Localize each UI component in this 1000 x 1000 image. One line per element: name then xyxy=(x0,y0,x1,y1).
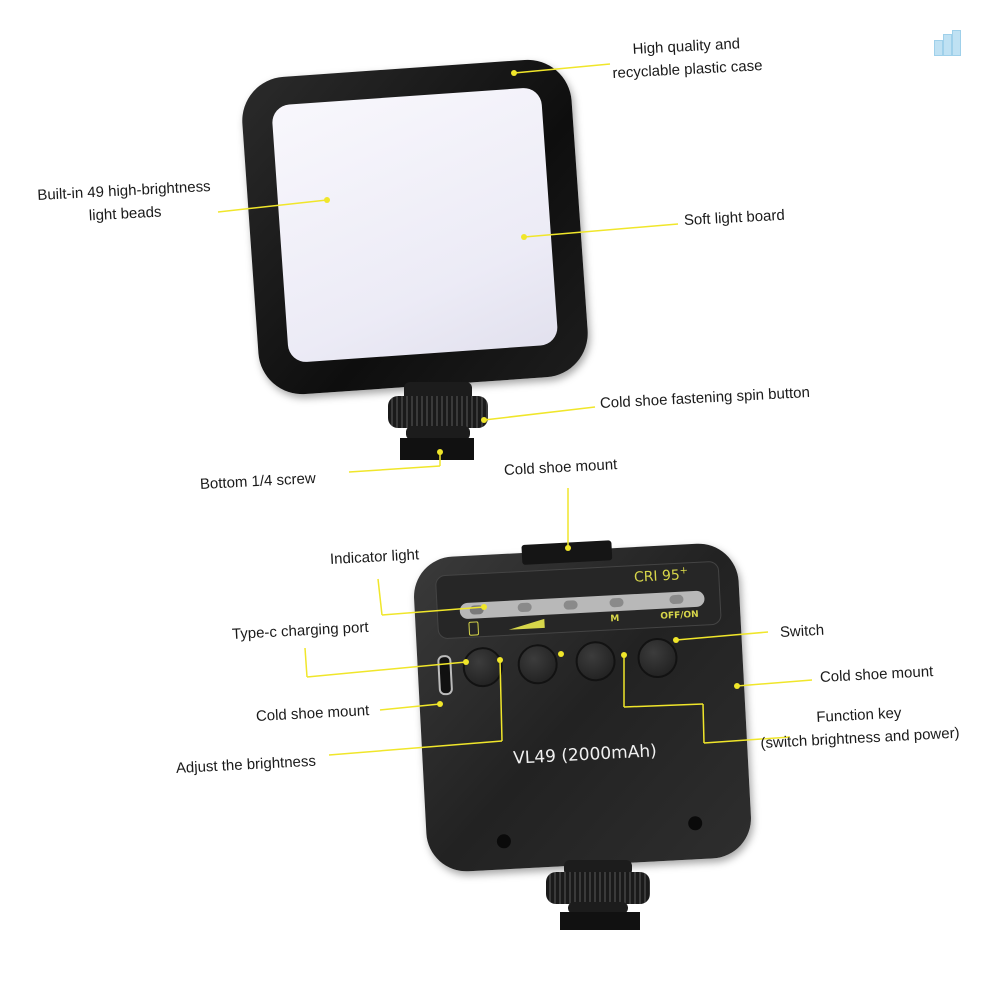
model-label: VL49 (2000mAh) xyxy=(512,741,658,769)
indicator-led xyxy=(669,594,684,605)
indicator-led xyxy=(469,605,484,615)
brightness-down-button[interactable] xyxy=(461,646,504,689)
soft-light-board xyxy=(271,86,559,364)
callout-type-c-port: Type-c charging port xyxy=(231,618,369,643)
battery-icon xyxy=(468,621,480,636)
callout-cold-shoe-right: Cold shoe mount xyxy=(819,663,934,686)
callout-indicator-light: Indicator light xyxy=(329,546,420,568)
m-label: M xyxy=(610,613,620,625)
cold-shoe-plate xyxy=(400,438,474,460)
top-cold-shoe-slot xyxy=(521,540,613,565)
brightness-up-button[interactable] xyxy=(516,643,559,686)
callout-cold-shoe-top: Cold shoe mount xyxy=(503,456,618,479)
function-key-button[interactable] xyxy=(574,640,617,683)
type-c-port[interactable] xyxy=(437,654,454,696)
indicator-led xyxy=(517,602,532,613)
brightness-ramp-icon xyxy=(508,618,545,630)
control-panel: CRI 95+ M OFF/ON xyxy=(434,560,722,640)
screw xyxy=(687,815,703,831)
callout-adjust-brightness: Adjust the brightness xyxy=(175,752,317,777)
light-front-body xyxy=(239,56,591,398)
callout-function-key: Function key(switch brightness and power… xyxy=(760,704,960,752)
front-cold-shoe-foot xyxy=(378,382,498,472)
screw xyxy=(496,833,512,849)
spin-button-knob xyxy=(388,396,488,428)
light-back-body: CRI 95+ M OFF/ON VL49 (2000mAh) xyxy=(411,540,754,874)
back-cold-shoe-foot xyxy=(538,860,658,960)
callout-bottom-screw: Bottom 1/4 screw xyxy=(199,469,317,493)
callout-cold-shoe-left: Cold shoe mount xyxy=(255,702,370,725)
callout-spin-button: Cold shoe fastening spin button xyxy=(599,384,811,412)
off-on-label: OFF/ON xyxy=(660,609,699,622)
cri-label: CRI 95+ xyxy=(633,565,689,586)
indicator-led xyxy=(609,597,624,608)
watermark-logo-icon xyxy=(930,30,964,60)
callout-switch: Switch xyxy=(779,621,825,641)
indicator-led xyxy=(563,600,578,610)
power-switch-button[interactable] xyxy=(636,636,679,680)
callout-soft-light-board: Soft light board xyxy=(683,206,786,229)
